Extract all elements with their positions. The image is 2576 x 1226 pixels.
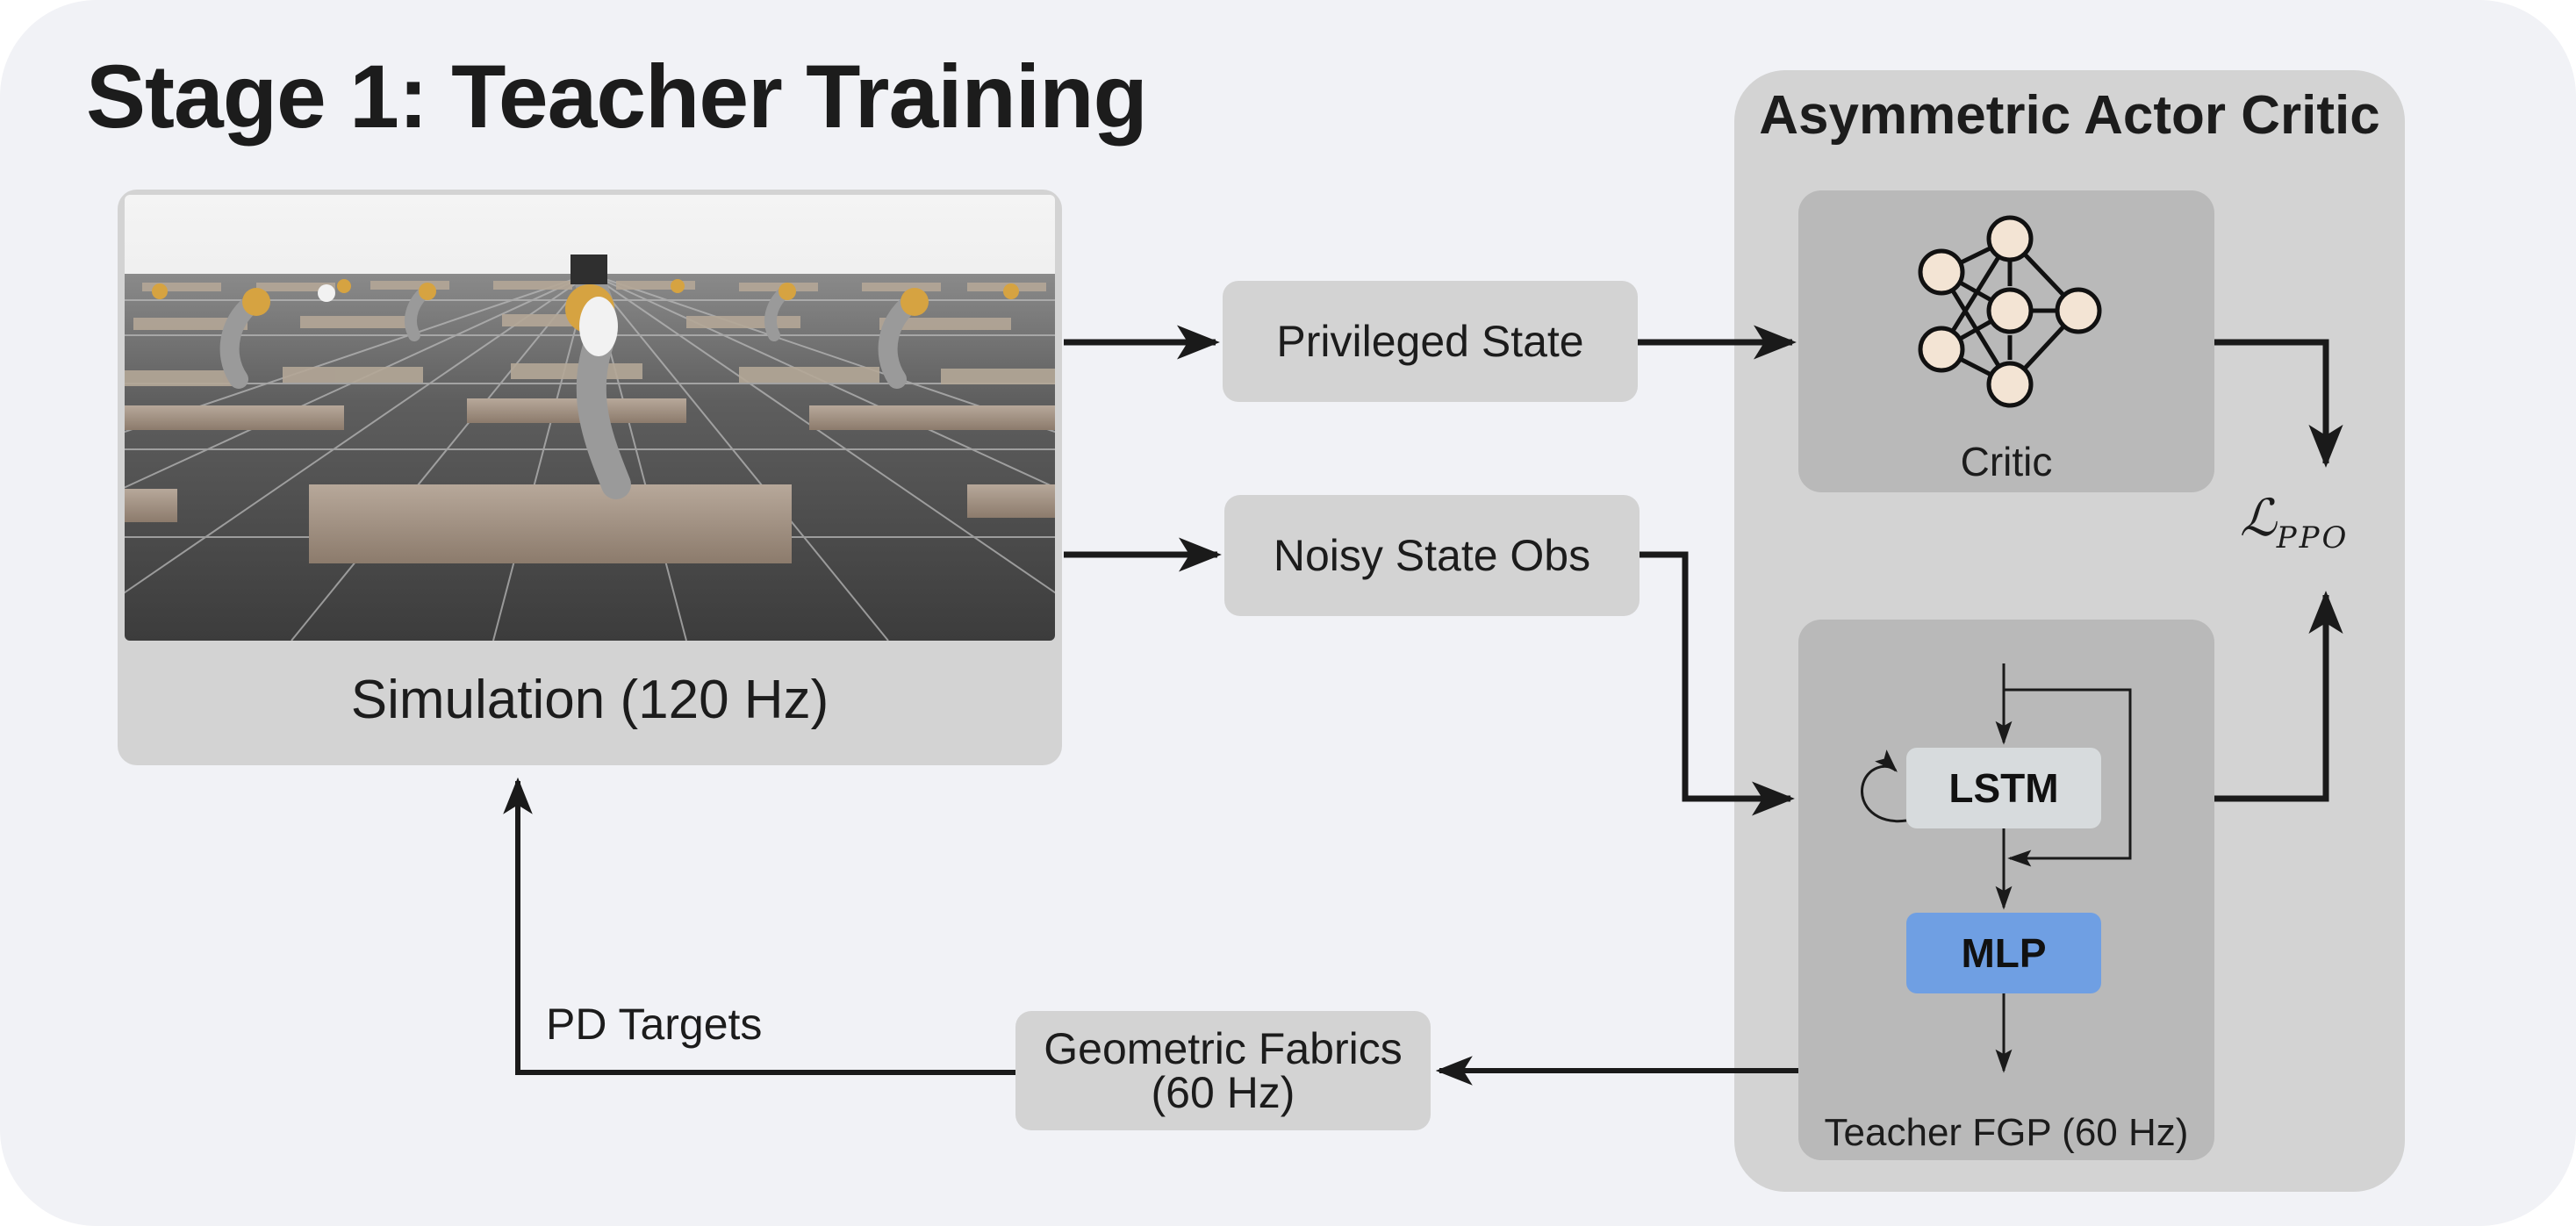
neuron-node [2055,287,2102,334]
lstm-self-loop-icon [1861,749,1907,823]
arrow-fabrics-to-sim [503,777,1015,1075]
simulation-panel: Simulation (120 Hz) [118,190,1062,765]
noisy-state-obs-label: Noisy State Obs [1273,531,1591,580]
arrow-critic-to-loss [2214,339,2343,468]
arrow-noisy-to-teacher [1640,551,1795,816]
lstm-label: LSTM [1948,765,2059,811]
lstm-block: LSTM [1906,748,2101,828]
arrow-teacher-to-loss [2214,591,2343,802]
actor-critic-title: Asymmetric Actor Critic [1759,85,2380,146]
pd-targets-label: PD Targets [546,1000,763,1049]
simulation-scene-illustration [125,195,1055,641]
neuron-node [1918,248,1965,296]
noisy-state-obs-node: Noisy State Obs [1224,495,1640,616]
mlp-label: MLP [1961,930,2047,976]
ppo-loss-label: ℒPPO [2240,488,2349,556]
neural-network-icon [1918,215,2102,408]
simulation-caption: Simulation (120 Hz) [350,670,829,730]
neuron-node [1918,326,1965,373]
privileged-state-label: Privileged State [1276,317,1584,366]
neuron-node [1986,287,2034,334]
simulation-render-image [125,195,1055,641]
teacher-fgp-label: Teacher FGP (60 Hz) [1824,1111,2189,1154]
privileged-state-node: Privileged State [1223,281,1638,402]
neuron-node [1986,361,2034,408]
neuron-node [1986,215,2034,262]
mlp-block: MLP [1906,913,2101,993]
lstm-recurrent-loop [2004,688,2132,867]
diagram-title: Stage 1: Teacher Training [86,47,1148,147]
loss-symbol: ℒ [2240,488,2277,548]
loss-subscript: PPO [2276,520,2350,556]
geometric-fabrics-node: Geometric Fabrics (60 Hz) [1015,1011,1431,1130]
geometric-fabrics-label-line2: (60 Hz) [1151,1068,1295,1117]
critic-label: Critic [1960,439,2053,484]
geometric-fabrics-label-line1: Geometric Fabrics [1044,1024,1403,1073]
